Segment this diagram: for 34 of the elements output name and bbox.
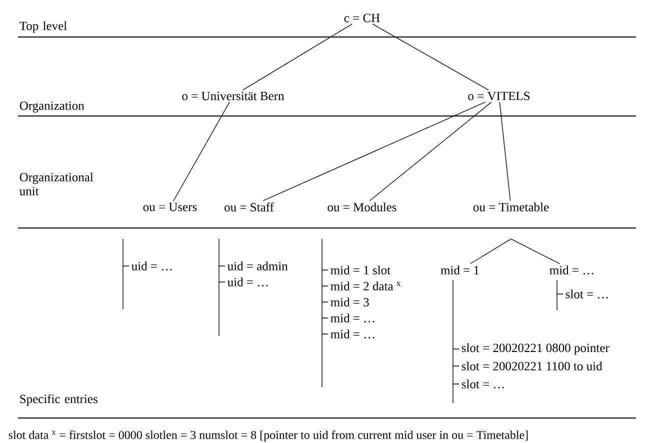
entry-text: slot = …	[566, 290, 608, 298]
entry-text: mid = 1 slot	[330, 266, 390, 274]
entry-text: ou = Timetable	[473, 202, 549, 212]
entry-text: uid = …	[132, 262, 172, 270]
tree-line	[372, 24, 489, 90]
entry-text: mid = 1	[440, 266, 479, 274]
level-label: Specific entries	[20, 394, 98, 406]
entry-text: mid = 2 data $^{x}$	[330, 282, 401, 290]
entry-text: mid = 3	[330, 298, 369, 306]
entry-text: ou = Modules	[328, 202, 396, 212]
tree-line	[173, 102, 230, 202]
footnote: slot data $^{x}$ = firstslot = 0000 slotlen = 3 numslot = 8 [pointer to uid from current mid user in ou = Timetable]	[8, 430, 528, 442]
entry-text: ou = Staff	[224, 202, 274, 212]
entry-text: ou = Users	[143, 202, 197, 212]
entry-text: slot = 20020221 0800 pointer	[462, 343, 610, 355]
entry-text: o = Universität Bern	[182, 92, 284, 100]
entry-text: uid = …	[228, 278, 268, 286]
tree-line	[470, 238, 512, 264]
entry-text: slot = 20020221 1100 to uid	[462, 362, 602, 370]
tree-line	[369, 102, 492, 202]
entry-text: mid = …	[330, 330, 374, 338]
tree-line	[262, 102, 486, 202]
entry-text: c = CH	[344, 14, 380, 22]
tree-line	[510, 238, 560, 264]
entry-text: mid = …	[550, 266, 594, 274]
entry-text: o = VITELS	[468, 92, 530, 100]
level-label: Organizational unit	[20, 172, 94, 196]
entry-text: mid = …	[330, 314, 374, 322]
entry-text: uid = admin	[228, 262, 288, 270]
level-label: Top level	[20, 21, 67, 33]
entry-text: slot = …	[462, 380, 504, 388]
level-label: Organization	[20, 102, 84, 112]
tree-line	[242, 24, 352, 90]
tree-line	[499, 102, 511, 202]
